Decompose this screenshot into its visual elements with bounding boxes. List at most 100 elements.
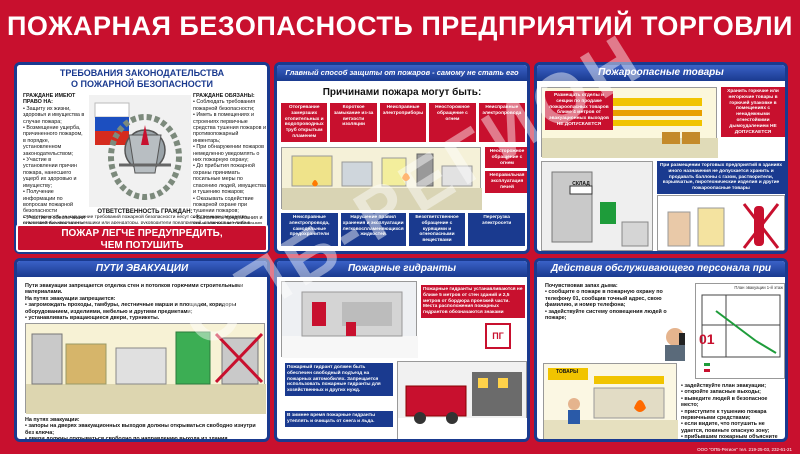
list-item: Возмещение ущерба, причиненного пожаром,… [23,125,85,157]
evacuation-bottom-list: запоры на дверях эвакуационных выходов д… [25,423,265,439]
smell-block: Почувствовав запах дыма: сообщите о пожа… [545,283,685,321]
cause-box: Перегрузка электросети [468,213,525,246]
cause-box: Неосторожное обращение с огнем [429,103,476,142]
panel-evacuation-head: ПУТИ ЭВАКУАЦИИ [17,261,267,277]
slogan-line2: ЧЕМ ПОТУШИТЬ [100,240,184,251]
panel-hazardous-goods-head: Пожароопасные товары [537,65,785,81]
panel-fire-causes: Главный способ защиты от пожаров - самом… [274,62,530,254]
cause-box: Отогревание замерзших отопительных и вод… [281,103,328,142]
evacuation-corridor-icon [26,331,266,414]
phone-call-illustration [655,323,695,363]
evacuation-forbidden-list: загромождать проходы, тамбуры, лестничны… [25,302,265,321]
store-fire-icon [544,368,678,439]
hydrant-sign: ПГ [485,323,511,349]
cause-box: Неисправные электропровода [478,103,526,142]
gas-cylinders-illustration [657,195,785,251]
slogan-banner: ПОЖАР ЛЕГЧЕ ПРЕДУПРЕДИТЬ, ЧЕМ ПОТУШИТЬ [16,224,268,252]
list-item: При обнаружении пожаров немедленно уведо… [193,144,267,163]
hydrant-sign-label: ПГ [492,331,504,341]
cause-box: Нарушение правил хранения и эксплуатации… [340,213,406,246]
hazard-box-distance: Размещать отделы и секции по продаже пож… [545,91,613,130]
fire-causes-subhead: Причинами пожара могут быть: [322,87,482,98]
panel-fire-causes-head: Главный способ защиты от пожаров - самом… [277,65,527,93]
phone-icon [665,328,685,361]
list-item: откройте запасные выходы; [681,389,785,395]
hydrant-box-access: Пожарный гидрант должен быть обеспечен с… [285,363,393,396]
cause-box: Неисправные электроприборы [379,103,427,142]
shop-shelves-icon [542,98,718,158]
list-item: До прибытия пожарной охраны принимать по… [193,163,267,195]
evacuation-plan-illustration: План эвакуации 1-й этаж [695,283,785,379]
list-item: запоры на дверях эвакуационных выходов д… [25,423,265,436]
list-item: выведите людей в безопасное место; [681,396,785,409]
list-item: Участие в установлении причин пожара, на… [23,157,85,189]
evacuation-text-bottom: На путях эвакуации: запоры на дверях эва… [25,417,265,439]
poster-title: ПОЖАРНАЯ БЕЗОПАСНОСТЬ ПРЕДПРИЯТИЙ ТОРГОВ… [7,11,793,41]
list-item: загромождать проходы, тамбуры, лестничны… [25,302,265,315]
panel-staff-actions-head: Действия обслуживающего персонала при по… [537,261,785,290]
after-block: задействуйте план эвакуации;откройте зап… [681,383,785,439]
list-item: прибывшим пожарным объясните что и где г… [681,434,785,439]
list-item: Получение информации по вопросам пожарно… [23,189,85,215]
panel-legislation: ТРЕБОВАНИЯ ЗАКОНОДАТЕЛЬСТВА О ПОЖАРНОЙ Б… [14,62,270,254]
list-item: задействуйте план эвакуации; [681,383,785,389]
panel-hazardous-goods: Пожароопасные товары Размещать отделы и … [534,62,788,254]
evacuation-text-top: Пути эвакуации запрещается отделка стен … [25,283,265,321]
gas-cylinder-icon [667,203,780,249]
panel-hydrants-head: Пожарные гидранты [277,261,527,277]
list-item: устанавливать вращающиеся двери, турнике… [25,315,265,321]
cause-box: Неисправные электропровода, самодельные … [281,213,338,246]
store-fire-illustration [543,363,678,439]
panel-hydrants: Пожарные гидранты Пожарные гидранты уста… [274,258,530,442]
evacuation-illustration [25,323,266,414]
footer-contact: ООО "ОПБ-Регион" тел. 219-25-03, 232-61-… [697,447,792,452]
store-interior-icon [282,153,482,210]
cause-box: Короткое замыкание из-за ветхости изоляц… [330,103,377,142]
rights-title: ГРАЖДАНЕ ИМЕЮТ ПРАВО НА: [23,93,76,106]
list-item: Иметь в помещениях и строениях первичные… [193,112,267,144]
rights-column: ГРАЖДАНЕ ИМЕЮТ ПРАВО НА: Защиту их жизни… [23,93,85,228]
hydrant-street-icon [282,291,418,358]
panel-evacuation: ПУТИ ЭВАКУАЦИИ Пути эвакуации запрещаетс… [14,258,270,442]
emblem-image [89,95,191,207]
hydrant-box-distance: Пожарные гидранты устанавливаются не бли… [421,285,525,318]
after-list: задействуйте план эвакуации;откройте зап… [681,383,785,439]
fire-truck-illustration [397,361,527,439]
hydrant-street-illustration [281,281,418,358]
cause-box: Безответственное обращение с курящими и … [408,213,466,246]
list-item: приступите к тушению пожара первичными с… [681,409,785,422]
warehouse-door-illustration [541,161,653,251]
legislation-head-line2: О ПОЖАРНОЙ БЕЗОПАСНОСТИ [71,79,213,89]
list-item: Защиту их жизни, здоровья и имущества в … [23,106,85,125]
list-item: задействуйте систему оповещения людей о … [545,309,685,322]
evacuation-bottom-title: На путях эвакуации: [25,417,80,423]
emergency-phone-number: 01 [699,331,715,347]
smell-list: сообщите о пожаре в пожарную охрану по т… [545,289,685,321]
list-item: сообщите о пожаре в пожарную охрану по т… [545,289,685,308]
store-interior-illustration [281,147,482,210]
list-item: Оказывать содействие пожарной охране при… [193,196,267,215]
duties-title: ГРАЖДАНЕ ОБЯЗАНЫ: [193,93,255,99]
legislation-head-line1: ТРЕБОВАНИЯ ЗАКОНОДАТЕЛЬСТВА [59,68,225,78]
smell-title: Почувствовав запах дыма: [545,283,618,289]
fire-service-emblem-icon [94,102,182,200]
store-sign: ТОВАРЫ [555,369,579,375]
warehouse-sign: СКЛАД [572,181,590,187]
evacuation-plan-icon [701,294,781,372]
panel-legislation-head: ТРЕБОВАНИЯ ЗАКОНОДАТЕЛЬСТВА О ПОЖАРНОЙ Б… [17,65,267,90]
evacuation-intro: Пути эвакуации запрещается отделка стен … [25,283,244,296]
list-item: двери должны открываться свободно по нап… [25,436,265,439]
list-item: если видите, что потушить не удается, по… [681,421,785,434]
hydrant-box-winter: В зимнее время пожарные гидранты утеплят… [285,411,393,427]
causes-top-row: Отогревание замерзших отопительных и вод… [281,103,526,142]
list-item: Соблюдать требования пожарной безопаснос… [193,99,267,112]
slogan-line1: ПОЖАР ЛЕГЧЕ ПРЕДУПРЕДИТЬ, [61,228,223,239]
cause-box: Неосторожное обращение с огнем [485,147,527,169]
panel-staff-actions: Действия обслуживающего персонала при по… [534,258,788,442]
causes-bottom-row: Неисправные электропровода, самодельные … [281,213,525,246]
evacuation-forbidden-title: На путях эвакуации запрещается: [25,295,116,302]
cause-box: Неправильная эксплуатация печей [485,171,527,193]
responsibility-title: ОТВЕТСТВЕННОСТЬ ГРАЖДАН: [97,209,193,215]
